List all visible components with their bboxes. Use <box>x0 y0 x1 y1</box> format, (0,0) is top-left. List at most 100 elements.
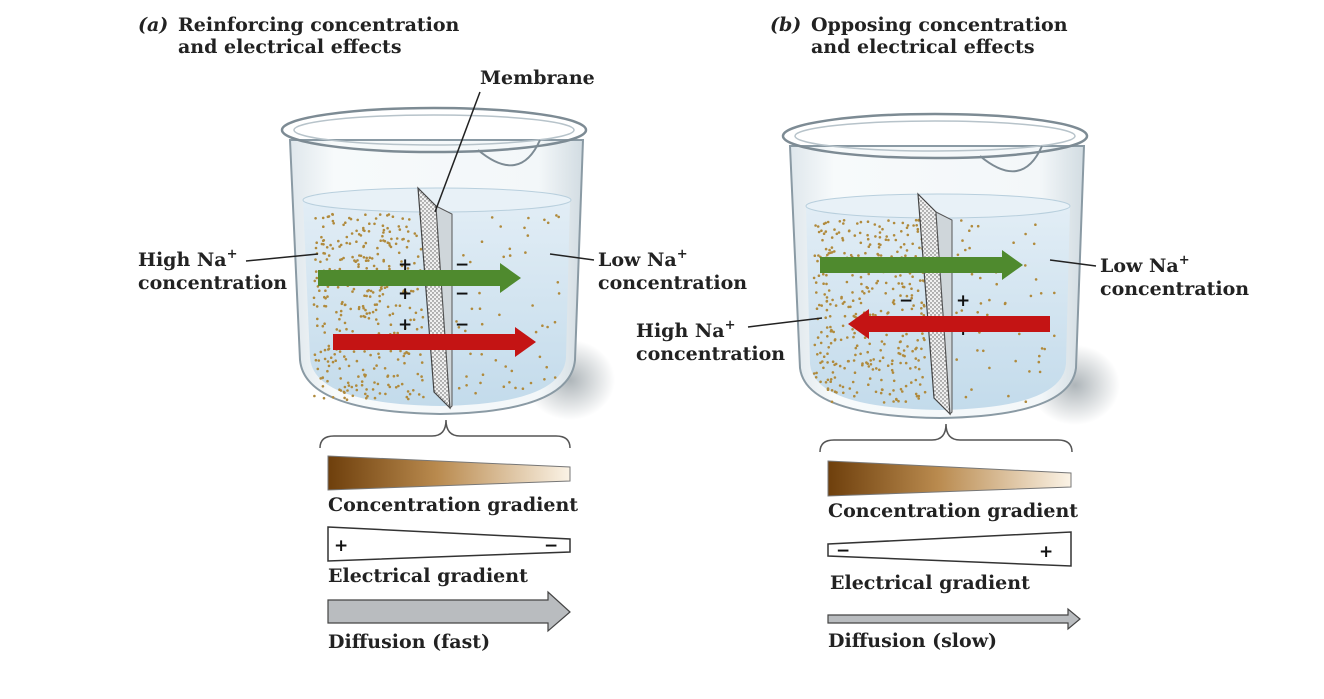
particle <box>365 396 368 400</box>
particle <box>976 311 979 314</box>
particle <box>864 251 867 255</box>
particle <box>316 324 319 328</box>
particle <box>838 384 842 387</box>
particle <box>831 371 835 374</box>
particle <box>359 315 363 318</box>
particle <box>964 248 967 252</box>
particle <box>878 359 882 363</box>
particle <box>824 316 827 320</box>
particle <box>1012 241 1015 244</box>
particle <box>398 228 402 231</box>
particle <box>857 254 860 257</box>
particle <box>885 235 888 238</box>
particle <box>879 349 882 352</box>
particle <box>327 364 331 368</box>
particle <box>383 286 387 290</box>
particle <box>868 243 872 246</box>
particle <box>863 292 866 295</box>
particle <box>376 252 380 256</box>
particle <box>968 246 971 250</box>
particle <box>379 286 383 289</box>
particle <box>863 336 867 340</box>
particle <box>388 385 392 389</box>
particle <box>419 247 423 251</box>
particle <box>854 353 857 357</box>
particle <box>1040 347 1044 350</box>
particle <box>326 369 329 373</box>
particle <box>829 378 833 381</box>
particle <box>543 218 546 222</box>
particle <box>848 229 851 232</box>
particle <box>338 317 341 321</box>
particle <box>895 397 898 401</box>
particle <box>905 332 908 336</box>
particle <box>904 254 907 257</box>
conc-gradient-a <box>327 455 571 491</box>
particle <box>367 317 371 320</box>
particle <box>462 254 465 257</box>
panel-b-title-line1: Opposing concentration <box>811 14 1068 36</box>
particle <box>312 303 316 306</box>
particle <box>312 296 316 300</box>
particle <box>917 359 920 362</box>
particle <box>331 247 335 250</box>
particle <box>828 315 832 318</box>
particle <box>342 223 345 227</box>
particle <box>316 367 320 371</box>
particle <box>831 360 835 364</box>
particle <box>364 241 368 245</box>
particle <box>837 231 841 234</box>
particle <box>338 367 342 370</box>
panel-a: (a) Reinforcing concentration and electr… <box>138 14 747 653</box>
particle <box>892 234 896 237</box>
particle <box>912 224 915 227</box>
particle <box>918 246 921 250</box>
particle <box>397 384 400 388</box>
particle <box>381 224 385 227</box>
particle <box>374 308 378 312</box>
particle <box>841 238 845 242</box>
panel-a-low-label: Low Na+ <box>598 247 688 271</box>
particle <box>401 217 405 220</box>
elec-gradient-b-start: − <box>836 541 850 561</box>
particle <box>351 290 354 293</box>
particle <box>329 356 333 360</box>
beaker-a-rim-inner <box>293 114 575 146</box>
particle <box>916 339 919 342</box>
panel-b-low-leader <box>1049 259 1097 267</box>
particle <box>375 364 378 367</box>
particle <box>877 246 881 249</box>
particle <box>523 226 526 230</box>
particle <box>378 294 381 298</box>
particle <box>343 321 347 325</box>
particle <box>875 367 878 370</box>
particle <box>914 378 918 382</box>
particle <box>345 398 349 402</box>
particle <box>917 397 920 400</box>
particle <box>329 243 332 247</box>
particle <box>874 390 878 394</box>
particle <box>416 372 420 376</box>
particle <box>908 282 912 286</box>
particle <box>416 287 419 291</box>
particle <box>827 289 831 292</box>
particle <box>910 296 913 300</box>
particle <box>326 360 330 363</box>
particle <box>910 287 913 291</box>
particle <box>830 246 834 249</box>
particle <box>880 378 883 382</box>
particle <box>354 260 358 264</box>
particle <box>474 391 477 395</box>
particle <box>1018 332 1021 336</box>
particle <box>395 237 399 240</box>
particle <box>413 261 416 265</box>
particle <box>1038 354 1041 358</box>
particle <box>382 239 385 242</box>
particle <box>1024 400 1028 404</box>
particle <box>315 276 319 280</box>
particle <box>843 366 846 370</box>
particle <box>502 385 506 389</box>
particle <box>876 279 880 283</box>
particle <box>970 224 974 228</box>
particle <box>406 390 410 393</box>
